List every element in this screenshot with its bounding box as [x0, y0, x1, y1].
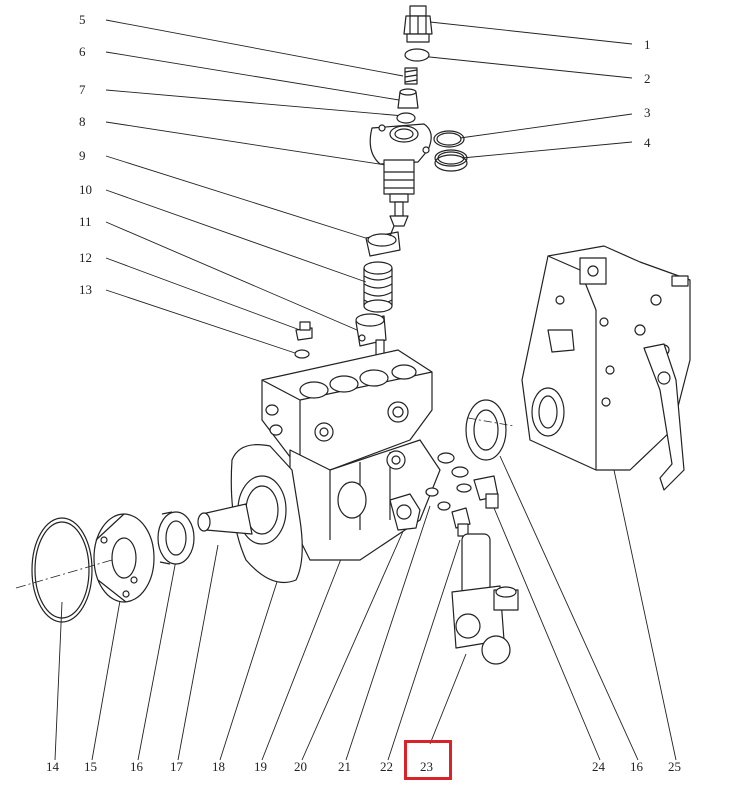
plunger-barrel-part-8	[369, 123, 432, 227]
seal-ring-part-7	[396, 112, 416, 124]
callout-18: 18	[212, 759, 225, 774]
valve-part-6	[397, 88, 419, 109]
callout-9: 9	[79, 148, 86, 163]
hub-part-15	[93, 513, 155, 603]
callout-2: 2	[644, 71, 651, 86]
callout-13: 13	[79, 282, 92, 297]
callout-23: 23	[420, 759, 433, 774]
washers-column	[437, 452, 472, 493]
callout-15: 15	[84, 759, 97, 774]
callout-5: 5	[79, 12, 86, 27]
delivery-valve-holder-part-1	[403, 5, 433, 43]
callout-25: 25	[668, 759, 681, 774]
callout-12: 12	[79, 250, 92, 265]
o-ring-part-14	[31, 517, 93, 623]
camshaft-part-17	[197, 503, 253, 535]
screw-part-12	[295, 321, 313, 341]
bolt-part-24	[473, 475, 499, 509]
callout-8: 8	[79, 114, 86, 129]
callout-22: 22	[380, 759, 393, 774]
bearing-part-16-right	[465, 399, 515, 461]
highlight-box-callout-23	[404, 740, 452, 780]
washer-part-22	[437, 501, 451, 511]
control-sleeve-part-9	[365, 225, 401, 257]
plunger-spring-part-10	[363, 261, 393, 313]
callout-14: 14	[46, 759, 59, 774]
callout-19: 19	[254, 759, 267, 774]
pump-housing	[230, 349, 441, 584]
callout-17: 17	[170, 759, 183, 774]
leader-lines	[54, 19, 677, 761]
callout-1: 1	[644, 37, 651, 52]
washer-part-2	[404, 48, 430, 62]
shaft-axis	[15, 559, 113, 589]
washer-part-13	[294, 349, 310, 359]
callout-3: 3	[644, 105, 651, 120]
callout-6: 6	[79, 44, 86, 59]
spring-part-5	[404, 67, 418, 85]
ring-part-4	[434, 149, 468, 172]
bolt-small	[451, 507, 471, 537]
callout-10: 10	[79, 182, 92, 197]
washer-part-21	[425, 487, 439, 497]
callout-20: 20	[294, 759, 307, 774]
callout-7: 7	[79, 82, 86, 97]
bearing-part-16-left	[157, 511, 195, 565]
callout-21: 21	[338, 759, 351, 774]
callout-4: 4	[644, 135, 651, 150]
governor-housing-part-25	[521, 245, 691, 491]
callout-11: 11	[79, 214, 92, 229]
connector-part-20	[389, 493, 421, 531]
callout-16-right: 16	[630, 759, 643, 774]
callout-24: 24	[592, 759, 605, 774]
feed-pump-part-23	[451, 533, 519, 665]
callout-16-left: 16	[130, 759, 143, 774]
ring-part-3	[433, 130, 465, 148]
